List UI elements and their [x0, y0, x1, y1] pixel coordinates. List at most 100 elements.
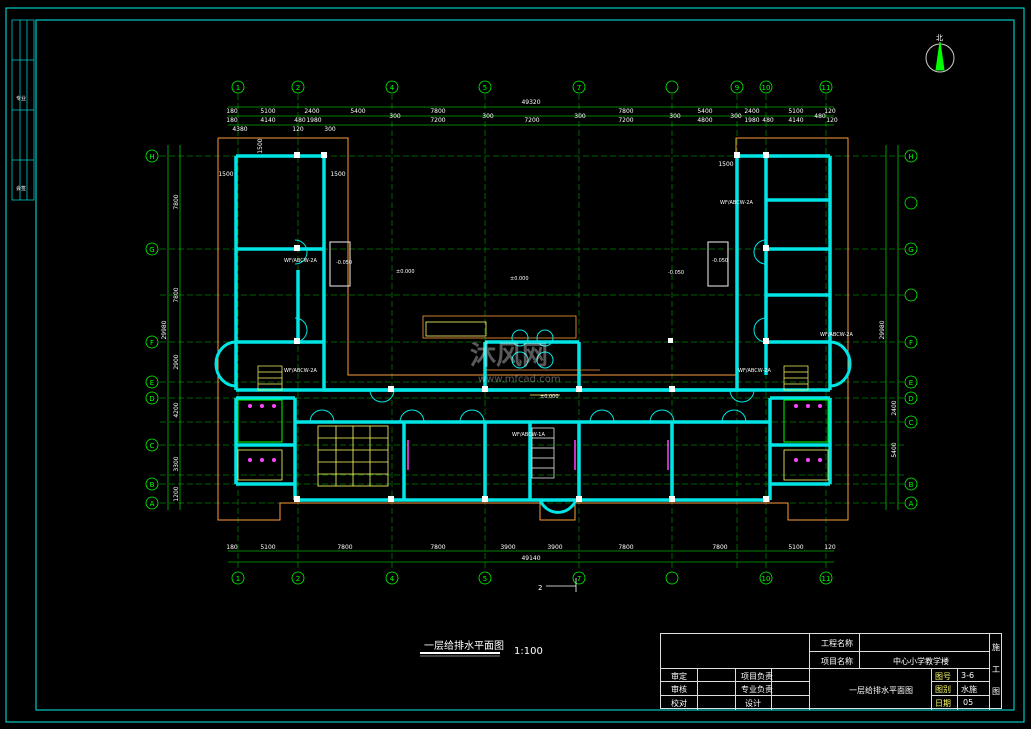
axis-col-1-bottom: 1	[236, 575, 240, 583]
axis-row-E-right: E	[909, 379, 913, 387]
pipe-label-3: WF/ABCW-2A	[720, 200, 753, 206]
north-label: 北	[936, 34, 943, 42]
dim-top3-3: 300	[324, 126, 336, 133]
dim-top2-7: 300	[482, 113, 494, 120]
drawing-type-label: 图别	[935, 685, 951, 694]
axis-row-F-left: F	[150, 339, 154, 347]
building-outline	[217, 137, 849, 521]
dim-top-3: 2400	[304, 108, 319, 115]
discipline-lead-label: 专业负责	[741, 685, 773, 694]
dimension-lines	[167, 106, 899, 563]
checked-label: 校对	[671, 699, 687, 708]
dim-top2-17: 480	[814, 113, 826, 120]
stairs	[257, 365, 809, 479]
dim-bot-3: 7800	[337, 544, 352, 551]
dim-top-2: 5100	[260, 108, 275, 115]
north-arrow-icon	[925, 41, 955, 73]
reviewed-label: 审核	[671, 685, 687, 694]
watermark-logo: 沐风网 www.mfcad.com	[470, 341, 561, 385]
dim-left-total: 29980	[161, 320, 168, 339]
dim-misc-4: 1500	[718, 161, 733, 168]
axis-col-1-top: 1	[236, 84, 240, 92]
axis-col-4-bottom: 4	[390, 575, 395, 583]
axis-col-10-top: 10	[762, 84, 771, 92]
axis-row-F-right: F	[909, 339, 913, 347]
bay-windows	[214, 241, 852, 514]
axis-col-5-top: 5	[483, 84, 487, 92]
dim-left-4: 4200	[173, 402, 180, 417]
axis-row-C-left: C	[150, 442, 155, 450]
dim-top2-13: 300	[730, 113, 742, 120]
dim-top-9: 5100	[788, 108, 803, 115]
dim-top2-4: 1980	[306, 117, 321, 124]
dim-left-2: 7800	[173, 287, 180, 302]
dim-top-5: 7800	[430, 108, 445, 115]
dim-top2-1: 180	[226, 117, 238, 124]
dim-bot-2: 5100	[260, 544, 275, 551]
elevation-2: -0.050	[712, 258, 728, 264]
elevation-4: ±0.000	[510, 276, 529, 282]
pipe-label-1: WF/ABCW-2A	[284, 258, 317, 264]
axis-row-A-left: A	[150, 500, 155, 508]
axis-row-H-right: H	[908, 153, 913, 161]
elevation-3: ±0.000	[396, 269, 415, 275]
elevation-5: -0.050	[668, 270, 684, 276]
drawing-name-value: 一层给排水平面图	[849, 686, 913, 695]
dim-top-8: 2400	[744, 108, 759, 115]
dim-top2-6: 7200	[430, 117, 445, 124]
door-swings	[294, 239, 767, 423]
axis-row-B-left: B	[150, 481, 155, 489]
structural-columns	[294, 152, 769, 502]
axis-row-B-right: B	[909, 481, 914, 489]
dim-left-6: 1200	[173, 486, 180, 501]
dim-misc-3: 1500	[330, 171, 345, 178]
axis-col-11-bottom: 11	[822, 575, 831, 583]
water-pipes	[422, 315, 600, 396]
dim-top2-18: 120	[826, 117, 838, 124]
watermark-text: 沐风网	[470, 341, 548, 371]
axis-col-10-bottom: 10	[762, 575, 771, 583]
dim-misc-1: 1500	[218, 171, 233, 178]
pipe-label-5: WF/ABCW-1A	[512, 432, 545, 438]
stage-char-1: 施	[992, 643, 1000, 652]
axis-col-9-top: 9	[735, 84, 739, 92]
dim-bot-1: 180	[226, 544, 238, 551]
item-name-value: 中心小学教学楼	[893, 657, 949, 666]
dim-bot-6: 3900	[547, 544, 562, 551]
outer-frame	[5, 7, 1025, 723]
dim-left-1: 7800	[173, 194, 180, 209]
axis-labels: 1 2 4 5 7 9 10 11 1 2 4 5 7 10 11 H G F …	[149, 84, 913, 583]
pipe-label-6: WF/ABCW-2A	[820, 332, 853, 338]
axis-col-11-top: 11	[822, 84, 831, 92]
dim-top2-10: 7200	[618, 117, 633, 124]
section-mark-icon	[546, 578, 577, 592]
dim-bot-8: 7800	[712, 544, 727, 551]
date-label: 日期	[935, 699, 951, 708]
axis-row-D-right: D	[908, 395, 913, 403]
axis-row-A-right: A	[909, 500, 914, 508]
dim-bot-total: 49140	[521, 555, 540, 562]
classroom-desks	[317, 425, 389, 487]
dim-left-5: 3300	[173, 456, 180, 471]
dim-top-total: 49320	[521, 99, 540, 106]
dim-top2-8: 7200	[524, 117, 539, 124]
margin-text-1: 专业	[16, 95, 26, 102]
pipe-label-2: WF/ABCW-2A	[284, 368, 317, 374]
drawing-number-label: 图号	[935, 672, 951, 681]
dim-top-6: 7800	[618, 108, 633, 115]
axis-col-5-bottom: 5	[483, 575, 487, 583]
watermark-url: www.mfcad.com	[478, 374, 561, 385]
dim-top3-1: 4380	[232, 126, 247, 133]
dim-bot-7: 7800	[618, 544, 633, 551]
dim-top2-12: 4800	[697, 117, 712, 124]
axis-col-7-top: 7	[577, 84, 581, 92]
axis-row-E-left: E	[150, 379, 154, 387]
dim-top2-5: 300	[389, 113, 401, 120]
designer-label: 设计	[745, 699, 761, 708]
dim-top-10: 120	[824, 108, 836, 115]
axis-bubbles	[145, 80, 918, 585]
dim-bot-5: 3900	[500, 544, 515, 551]
axis-col-7-bottom: 7	[577, 575, 581, 583]
dim-right-1: 5400	[891, 442, 898, 457]
stage-char-3: 图	[992, 687, 1000, 696]
